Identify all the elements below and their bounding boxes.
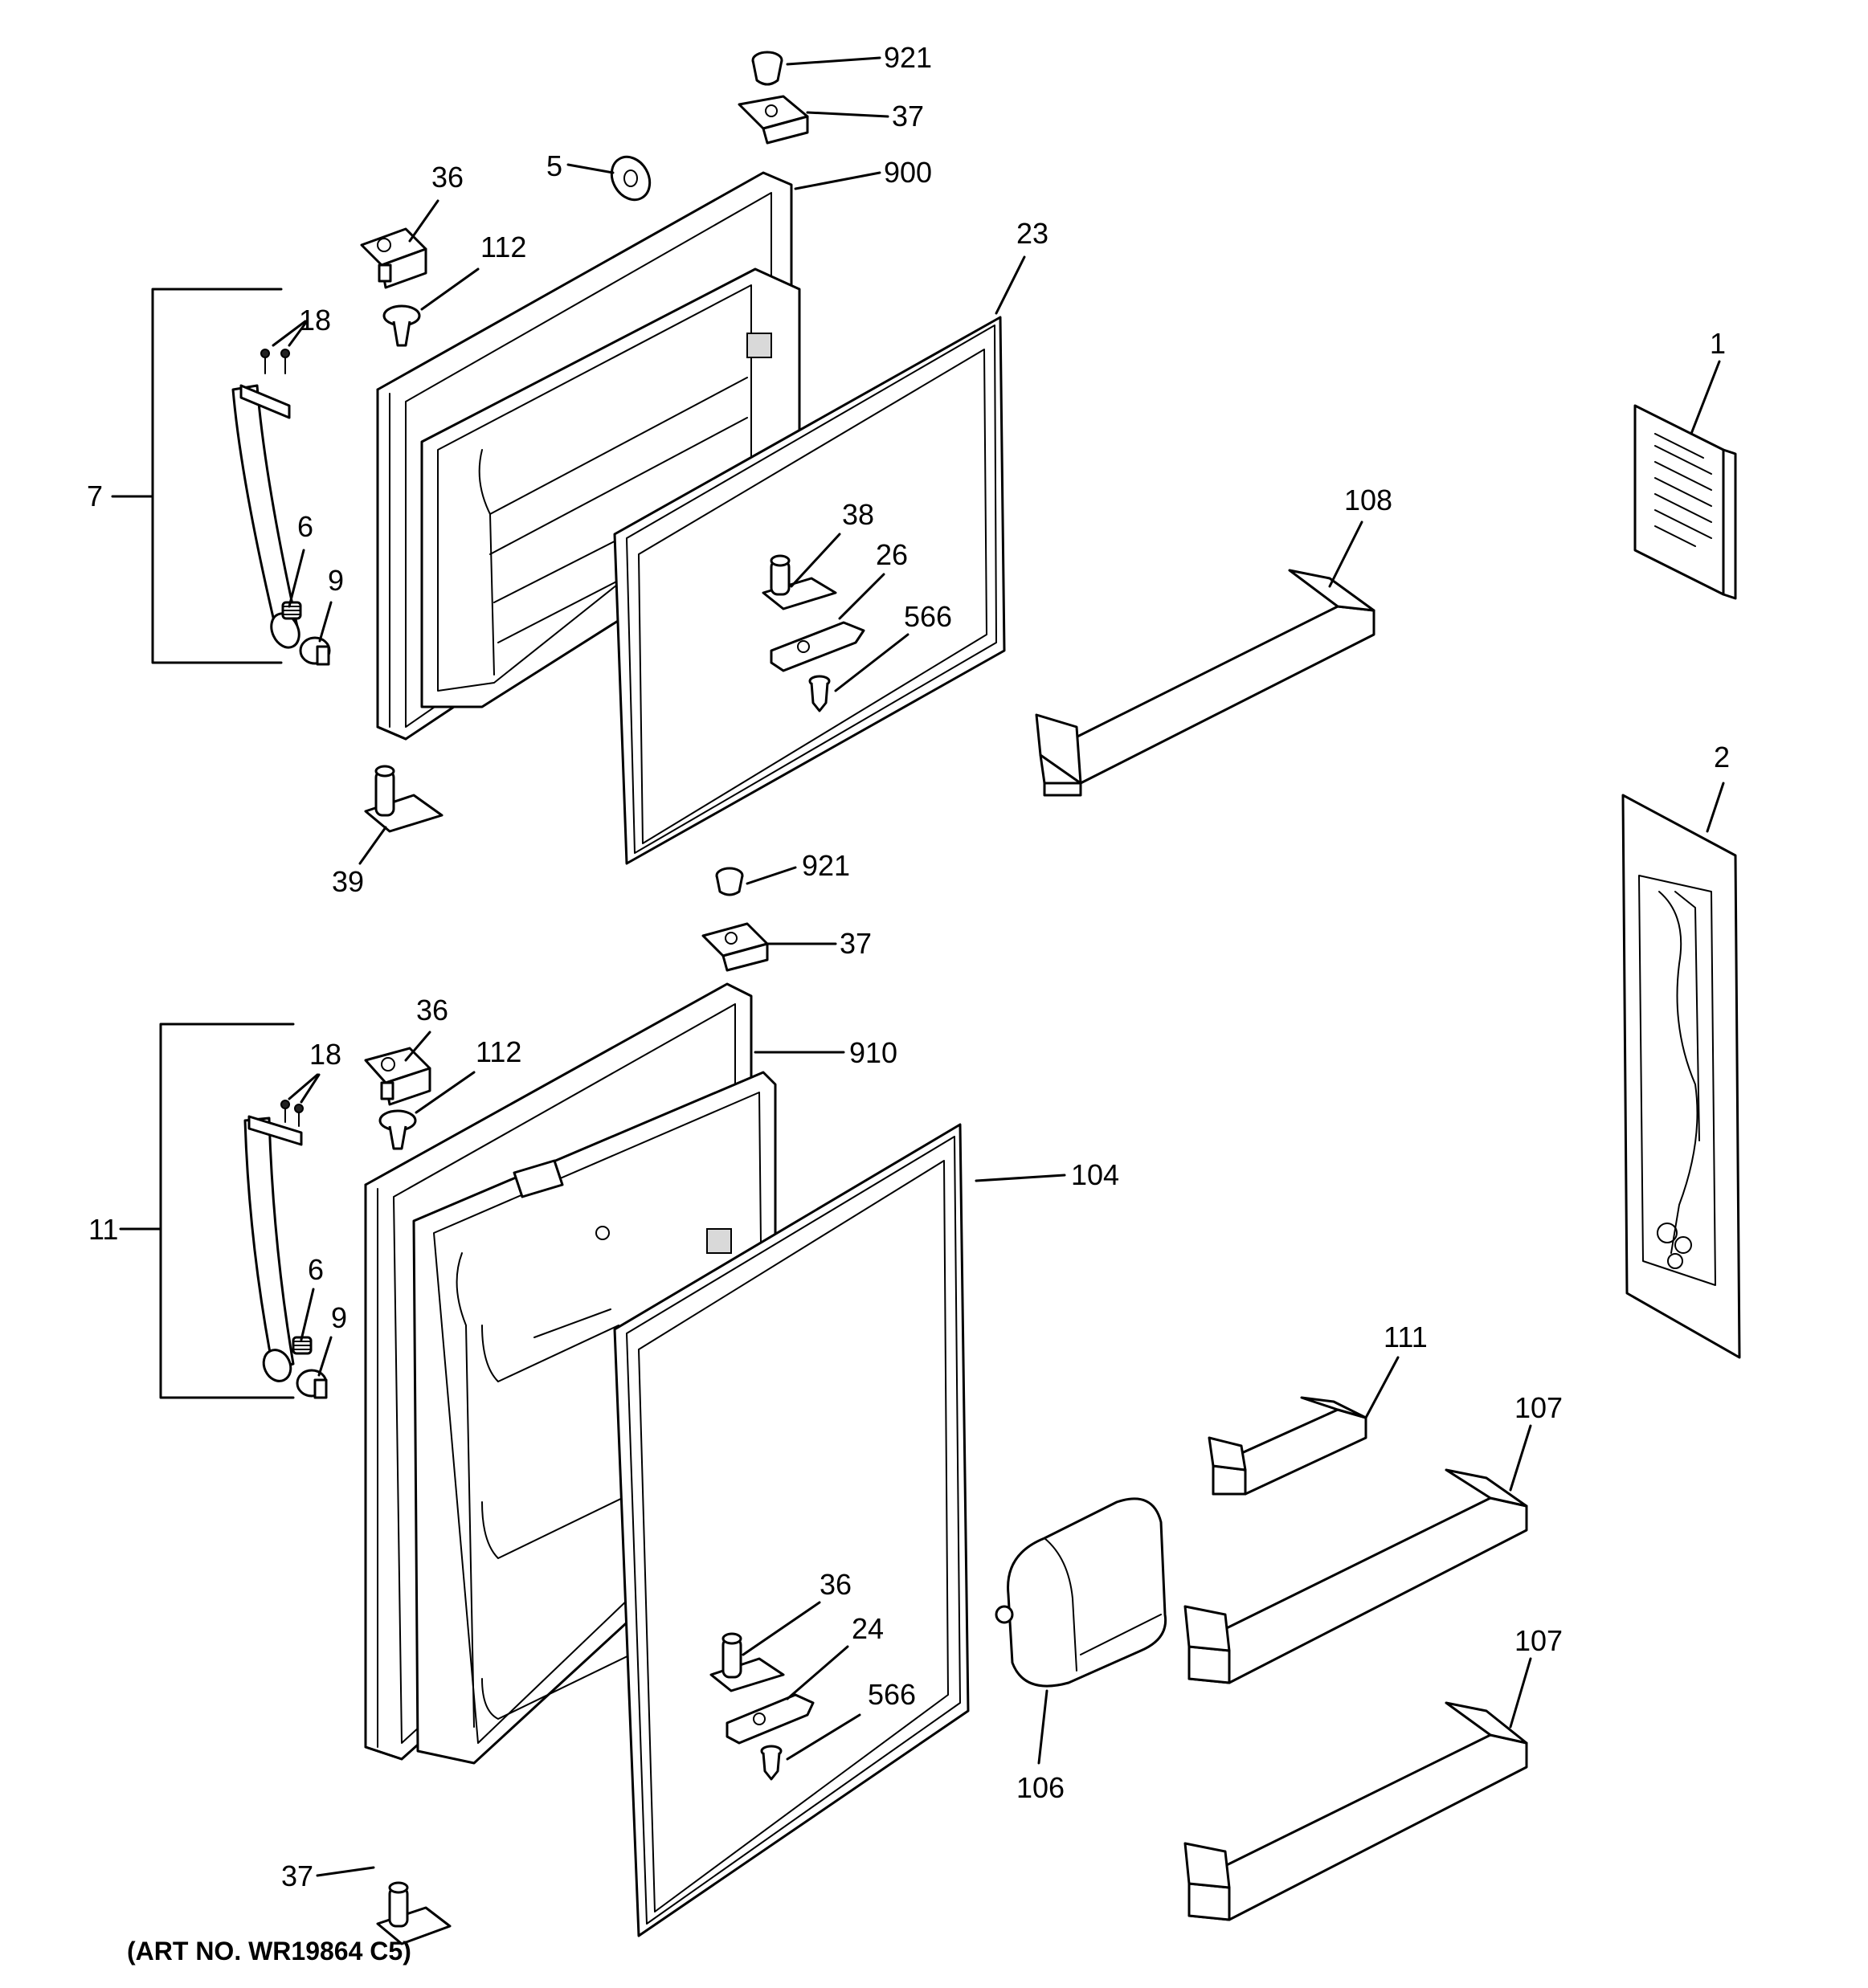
door-shelf-107-lower <box>1183 1701 1528 1921</box>
callout-36-hinge: 36 <box>820 1568 852 1601</box>
literature-1 <box>1633 404 1737 600</box>
handle-assembly-7 <box>231 349 300 649</box>
dairy-door-106 <box>995 1497 1167 1688</box>
hinge-37-lower <box>701 922 769 972</box>
callout-36-lower: 36 <box>416 994 448 1027</box>
hinge-cap-921-upper <box>751 51 783 86</box>
callout-18-upper: 18 <box>299 304 331 337</box>
callout-labels: 921 37 5 900 36 112 23 18 7 6 9 38 26 56… <box>87 41 1730 1966</box>
bushing-112-lower <box>378 1109 417 1150</box>
callout-18-lower: 18 <box>309 1038 341 1071</box>
callout-37-bottom: 37 <box>281 1859 313 1892</box>
callout-26: 26 <box>876 538 908 571</box>
callout-900: 900 <box>884 156 932 189</box>
callout-1: 1 <box>1710 327 1726 360</box>
callout-37-lower: 37 <box>840 927 872 960</box>
screw-566-lower <box>760 1745 783 1781</box>
hinge-pin-38 <box>762 554 837 610</box>
callout-112-upper: 112 <box>480 231 526 263</box>
callout-566-upper: 566 <box>904 600 952 633</box>
callout-24: 24 <box>852 1612 884 1645</box>
art-number: (ART NO. WR19864 C5) <box>127 1937 411 1966</box>
fresh-food-door-gasket-104 <box>613 1123 970 1937</box>
callout-38: 38 <box>842 498 874 531</box>
callout-566-lower: 566 <box>868 1678 916 1711</box>
callout-9-upper: 9 <box>328 564 344 597</box>
bracket-11 <box>119 1023 295 1399</box>
hinge-pin-39 <box>364 765 443 833</box>
bushing-112-upper <box>382 304 421 347</box>
spring-6-upper <box>281 601 302 620</box>
callout-39: 39 <box>332 865 364 898</box>
callout-9-lower: 9 <box>331 1301 347 1334</box>
callout-111: 111 <box>1384 1321 1428 1353</box>
callout-5: 5 <box>546 149 562 182</box>
callout-23: 23 <box>1016 217 1048 250</box>
cap-9-upper <box>299 636 331 666</box>
fresh-food-door-910 <box>364 982 777 1765</box>
door-shelf-107-upper <box>1183 1468 1528 1684</box>
hinge-cap-921-lower <box>715 867 744 896</box>
freezer-door-900 <box>376 171 801 741</box>
hinge-36-lower <box>364 1047 431 1106</box>
callout-36-upper: 36 <box>431 161 464 194</box>
callout-107-upper: 107 <box>1514 1391 1563 1424</box>
door-shelf-111 <box>1208 1396 1367 1496</box>
literature-2 <box>1621 794 1741 1359</box>
callout-7: 7 <box>87 480 103 512</box>
shim-24 <box>726 1693 815 1745</box>
callout-37-upper: 37 <box>892 100 924 133</box>
spring-6-lower <box>292 1336 313 1355</box>
callout-108: 108 <box>1344 484 1392 516</box>
callout-11: 11 <box>88 1213 118 1246</box>
callout-104: 104 <box>1071 1158 1119 1191</box>
door-shelf-108 <box>1035 569 1375 797</box>
cap-9-lower <box>296 1369 328 1399</box>
leader-lines <box>272 56 1725 1877</box>
callout-921-upper: 921 <box>884 41 932 74</box>
hinge-pin-37-bottom <box>376 1881 452 1945</box>
plug-5 <box>610 155 652 202</box>
callout-112-lower: 112 <box>476 1035 521 1068</box>
callout-921-lower: 921 <box>802 849 850 882</box>
shim-26 <box>770 621 865 672</box>
hinge-pin-36-lower <box>709 1632 785 1692</box>
screw-566-upper <box>808 675 831 712</box>
handle-assembly-11 <box>243 1100 304 1382</box>
callout-910: 910 <box>849 1036 897 1069</box>
callout-106: 106 <box>1016 1771 1065 1804</box>
bracket-7 <box>111 288 283 664</box>
callout-6-lower: 6 <box>308 1253 324 1286</box>
callout-107-lower: 107 <box>1514 1624 1563 1657</box>
hinge-37-upper <box>738 95 809 145</box>
callout-6-upper: 6 <box>297 510 313 543</box>
hinge-36-upper <box>360 227 427 289</box>
callout-2: 2 <box>1714 741 1730 774</box>
